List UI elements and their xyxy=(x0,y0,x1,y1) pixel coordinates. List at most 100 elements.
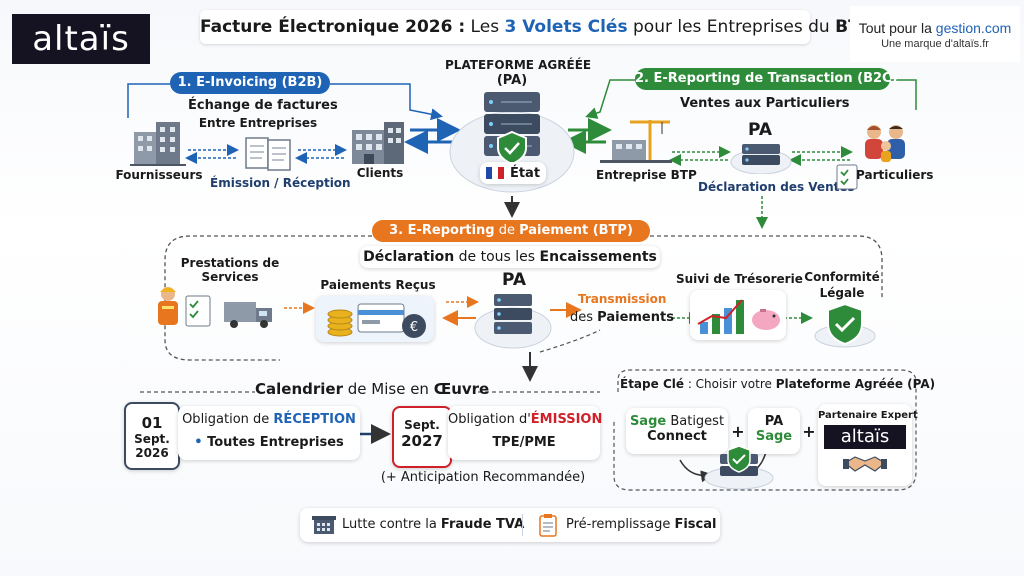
section3-pill-bold: Paiement xyxy=(519,223,589,238)
calendar-title-bold2: Œuvre xyxy=(433,380,490,398)
calendar-title: Calendrier de Mise en Œuvre xyxy=(255,380,489,398)
footer-item2: Pré-remplissage Fiscal xyxy=(566,517,716,532)
keystep-title-bold: Étape Clé xyxy=(620,377,684,391)
subtitle-bold1: Déclaration xyxy=(363,249,455,265)
emission-obligation-box: Obligation d'ÉMISSION TPE/PME xyxy=(448,406,603,460)
compliance-line1: Conformité xyxy=(804,270,880,284)
calendar-title-bold: Calendrier xyxy=(255,380,343,398)
section1-pill: 1. E-Invoicing (B2B) xyxy=(170,72,330,94)
documents-icon xyxy=(245,137,291,171)
services-line1: Prestations de xyxy=(180,256,280,270)
cal1-day: 01 xyxy=(141,414,163,432)
individuals-label: Particuliers xyxy=(856,168,934,182)
anticipation-note: (+ Anticipation Recommandée) xyxy=(380,470,586,485)
treasury-label: Suivi de Trésorerie xyxy=(676,272,803,286)
emission-prefix: Obligation d' xyxy=(448,412,531,427)
platform-title-line1: PLATEFORME AGRÉÉE xyxy=(445,58,592,72)
footer-item2-bold: Fiscal xyxy=(674,517,717,532)
state-label: État xyxy=(509,166,541,181)
brand-highlight: gestion.com xyxy=(935,20,1012,36)
suppliers-building-icon xyxy=(130,122,186,166)
subtitle-mid: de tous les xyxy=(454,249,540,265)
cal1-month: Sept. xyxy=(134,432,170,446)
platform-title-line2: (PA) xyxy=(496,73,528,88)
section2-pa-label: PA xyxy=(747,120,773,140)
fraud-building-icon xyxy=(312,516,336,534)
sage-batigest-box: Sage Batigest Connect xyxy=(626,408,728,454)
cal2-year: 2027 xyxy=(401,432,443,450)
brand-prefix: Tout pour la xyxy=(858,20,936,36)
altais-logo: altaïs xyxy=(12,14,150,64)
section3-subtitle-card: Déclaration de tous les Encaissements xyxy=(360,246,660,268)
calendar-title-mid: de Mise en xyxy=(342,380,434,398)
emission-sub: TPE/PME xyxy=(492,435,556,450)
section3-pa-label: PA xyxy=(501,270,527,290)
sales-declaration-label: Déclaration des Ventes xyxy=(698,180,855,194)
section3-pill-suffix: (BTP) xyxy=(588,223,633,238)
bullet-icon: • xyxy=(194,435,208,450)
section3-pill-mid: de xyxy=(494,223,520,238)
keystep-title-mid: : Choisir votre xyxy=(684,377,776,391)
compliance-shield-icon xyxy=(814,302,876,348)
footer-divider xyxy=(522,514,523,536)
payments-card: € xyxy=(316,296,434,342)
worker-truck-icon xyxy=(158,287,272,328)
transmission-line2: des Paiements xyxy=(570,310,674,325)
reception-bullet: • Toutes Entreprises xyxy=(178,435,360,450)
reception-highlight: RÉCEPTION xyxy=(273,412,356,427)
construction-crane-icon xyxy=(600,120,672,163)
transmission-bold: Paiements xyxy=(597,310,674,325)
title-part2: Les xyxy=(465,17,505,37)
partner-expert-box: Partenaire Expert altaïs xyxy=(818,404,918,486)
section2-subtitle: Ventes aux Particuliers xyxy=(680,96,850,111)
footer-item2-prefix: Pré-remplissage xyxy=(566,517,675,532)
clipboard-icon xyxy=(539,514,557,537)
brand-line2: Une marque d'altaïs.fr xyxy=(881,38,989,50)
suppliers-label: Fournisseurs xyxy=(115,168,203,182)
compliance-line2: Légale xyxy=(819,286,865,300)
cal2-month: Sept. xyxy=(404,418,440,432)
reception-bullet-text: Toutes Entreprises xyxy=(207,435,344,450)
handshake-icon xyxy=(843,456,887,472)
section3-pill: 3. E-Reporting de Paiement (BTP) xyxy=(372,220,650,242)
title-part4: pour les Entreprises du xyxy=(627,17,836,37)
section1-subtitle: Échange de factures xyxy=(188,98,338,113)
calendar-2027-icon: Sept. 2027 xyxy=(392,406,452,468)
section1-subtitle2: Entre Entreprises xyxy=(198,116,318,130)
sage-line2: Connect xyxy=(647,429,707,444)
footer-benefits: Lutte contre la Fraude TVA Pré-remplissa… xyxy=(300,508,720,542)
partner-title: Partenaire Expert xyxy=(818,410,918,421)
footer-item1-prefix: Lutte contre la xyxy=(342,517,441,532)
pa-sage-line2: Sage xyxy=(755,429,793,444)
payments-received-label: Paiements Reçus xyxy=(320,278,436,292)
sage-bold: Sage xyxy=(629,414,667,429)
subtitle-bold2: Encaissements xyxy=(539,249,657,265)
keystep-title: Étape Clé : Choisir votre Plateforme Agr… xyxy=(620,377,935,391)
reception-obligation-box: Obligation de RÉCEPTION • Toutes Entrepr… xyxy=(178,406,360,460)
coins-card-icon: € xyxy=(327,303,426,338)
pa-server-medium-icon xyxy=(474,294,552,349)
section3-pill-prefix: 3. E-Reporting xyxy=(389,223,495,238)
plus-sign-2: + xyxy=(802,422,816,441)
page-title: Facture Électronique 2026 : Les 3 Volets… xyxy=(200,10,872,44)
transmission-prefix: des xyxy=(570,310,598,325)
footer-item1-bold: Fraude TVA xyxy=(440,517,525,532)
section2-pill: 2. E-Reporting de Transaction (B2C) xyxy=(635,68,898,90)
section3-subtitle: Déclaration de tous les Encaissements xyxy=(360,246,660,268)
services-line2: Services xyxy=(201,270,259,284)
footer-item1: Lutte contre la Fraude TVA xyxy=(342,517,524,532)
brand-line1: Tout pour la gestion.com xyxy=(850,20,1020,36)
plus-sign-1: + xyxy=(731,422,745,441)
partner-altais-logo: altaïs xyxy=(824,425,906,449)
clients-label: Clients xyxy=(356,166,404,180)
title-part1: Facture Électronique 2026 : xyxy=(200,17,466,37)
brand-block: Tout pour la gestion.com Une marque d'al… xyxy=(850,6,1020,62)
cal1-year: 2026 xyxy=(135,446,169,460)
pa-sage-line1: PA xyxy=(764,414,784,429)
keystep-server-icon xyxy=(704,445,774,490)
clients-building-icon xyxy=(352,122,404,164)
calendar-2026-icon: 01 Sept. 2026 xyxy=(124,402,180,470)
emission-highlight: ÉMISSION xyxy=(530,412,603,427)
keystep-title-bold2: Plateforme Agréée (PA) xyxy=(775,377,936,391)
